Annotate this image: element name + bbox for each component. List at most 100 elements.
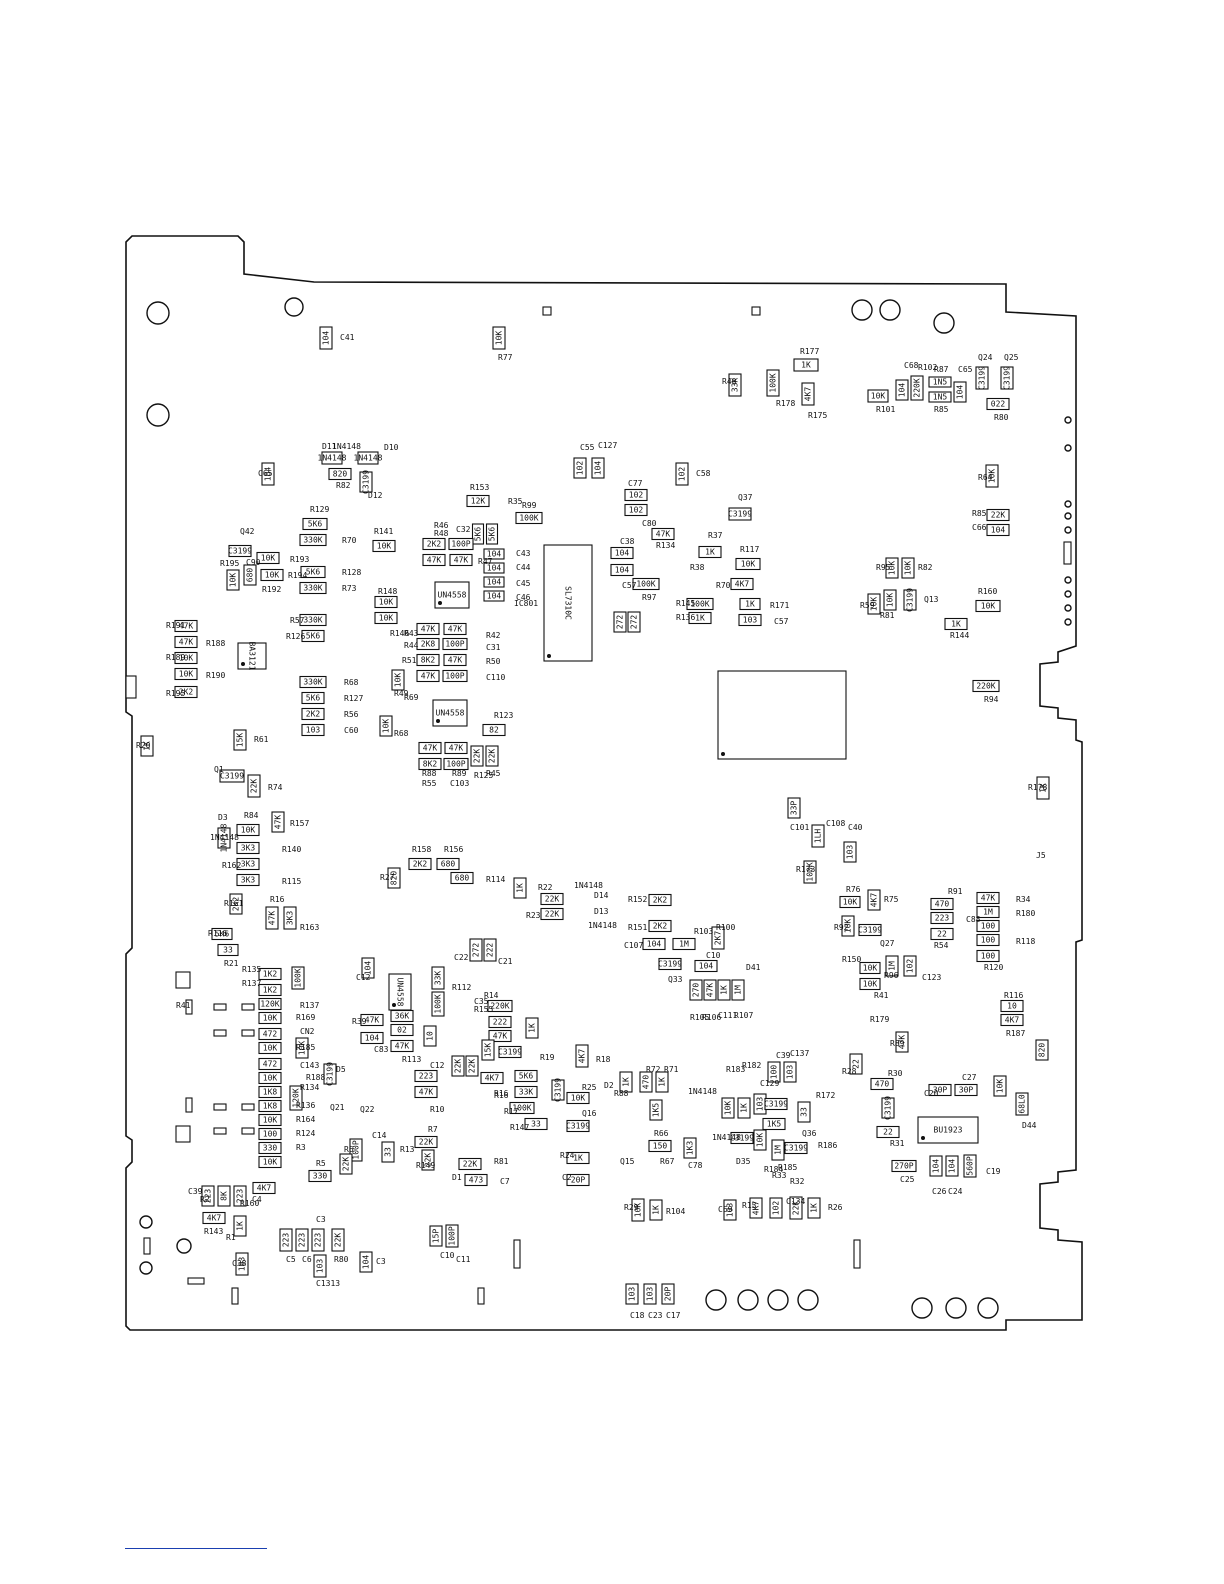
component-r58b: 1K [513, 877, 527, 899]
ref-designator: C127 [598, 441, 617, 450]
component-body [258, 1155, 282, 1169]
component-body [858, 923, 882, 937]
component-value: 330K [303, 616, 322, 625]
ref-designator: C143 [300, 1061, 319, 1070]
ref-designator: 1N4148 [210, 833, 239, 842]
component-body [258, 1071, 282, 1085]
component-r24: 1K [566, 1151, 590, 1165]
component-value: 1K [720, 985, 729, 995]
component-value: 1K2 [263, 970, 278, 979]
component-value: 1K [705, 548, 715, 557]
component-c62: 272 [613, 611, 627, 633]
component-r39: 47K [360, 1013, 384, 1027]
ref-designator: R87 [934, 365, 949, 374]
component-body [258, 967, 282, 981]
component-c22: 272 [469, 938, 483, 962]
component-body [482, 723, 506, 737]
component-value: 4K7 [578, 1049, 587, 1064]
ref-designator: R43 [404, 629, 419, 638]
ic-sl: SL7310C [543, 544, 593, 662]
component-value: 100P [445, 640, 464, 649]
ref-designator: C123 [922, 973, 941, 982]
component-r140: 3K3 [236, 841, 260, 855]
ref-designator: R180 [1016, 909, 1035, 918]
ref-designator: R27 [380, 873, 395, 882]
component-value: 1K [695, 614, 705, 623]
component-c58: 102 [675, 462, 689, 486]
component-value: 10K [981, 602, 996, 611]
component-r116: 5K6 [211, 927, 233, 941]
component-value: 1N5 [933, 378, 948, 387]
component-value: 5K6 [306, 568, 321, 577]
component-body [243, 564, 257, 586]
component-body [466, 494, 490, 508]
component-body [233, 1185, 247, 1207]
component-r69: 10K [391, 669, 405, 691]
component-body [632, 577, 660, 591]
ref-designator: R69 [404, 693, 419, 702]
component-value: 100K [519, 514, 538, 523]
ref-designator: R101 [876, 405, 895, 414]
component-body [390, 1039, 414, 1053]
component-value: 8K2 [423, 760, 438, 769]
component-body [735, 557, 761, 571]
component-r32: 22K [789, 1196, 803, 1220]
component-value: 1M [983, 908, 993, 917]
ref-designator: C31 [486, 643, 501, 652]
component-r64b: 10K [258, 1113, 282, 1127]
component-value: 680 [455, 874, 470, 883]
component-body [766, 369, 780, 397]
component-value: 1K [622, 1077, 631, 1087]
component-body [648, 919, 672, 933]
component-value: 5K6 [488, 527, 497, 542]
hole [933, 312, 955, 334]
component-value: 102 [906, 959, 915, 974]
component-value: 104 [948, 1159, 957, 1174]
component-value: C3199 [784, 1144, 808, 1153]
slot [231, 1287, 239, 1305]
component-r188: 47K [174, 635, 198, 649]
component-r184: 120K [289, 1085, 303, 1111]
component-body [299, 613, 327, 627]
component-c24: 104 [945, 1155, 959, 1177]
component-c17: 20P [661, 1283, 675, 1305]
component-value: 1K [801, 361, 811, 370]
ref-designator: R105 [690, 1013, 709, 1022]
footer-link-underline[interactable] [125, 1548, 267, 1549]
ref-designator: D41 [746, 963, 761, 972]
component-body [1000, 999, 1024, 1013]
ref-designator: R124 [296, 1129, 315, 1138]
ref-designator: R144 [950, 631, 969, 640]
component-body [675, 462, 689, 486]
component-body [972, 679, 1000, 693]
component-r134: 47K [651, 527, 675, 541]
hole [851, 299, 873, 321]
component-r31: 22 [876, 1125, 900, 1139]
component-value: 1K [951, 620, 961, 629]
component-r149: 22K [421, 1149, 435, 1171]
component-value: 10K [179, 654, 194, 663]
ref-designator: R190 [206, 671, 225, 680]
component-r190: 10K [174, 667, 198, 681]
component-r2: 02 [390, 1023, 414, 1037]
component-value: 100K [690, 600, 709, 609]
component-body [258, 1057, 282, 1071]
component-value: 820 [333, 470, 348, 479]
ref-designator: C55 [580, 443, 595, 452]
component-c65b: 104 [261, 462, 275, 486]
ref-designator: R5 [316, 1159, 326, 1168]
component-body [643, 1283, 657, 1305]
component-body [299, 675, 327, 689]
component-r86: 1K5 [649, 1099, 663, 1121]
component-value: 330 [263, 1144, 278, 1153]
component-r173: 100K [803, 860, 817, 884]
component-c45: 104 [483, 576, 505, 588]
component-r82c: 5K6 [514, 1069, 538, 1083]
ref-designator: R70 [342, 536, 357, 545]
component-q27: C3199 [858, 923, 882, 937]
component-body [361, 957, 375, 979]
component-value: 12K [471, 497, 486, 506]
component-d55: C3199 [551, 1078, 565, 1102]
component-body [624, 503, 648, 517]
